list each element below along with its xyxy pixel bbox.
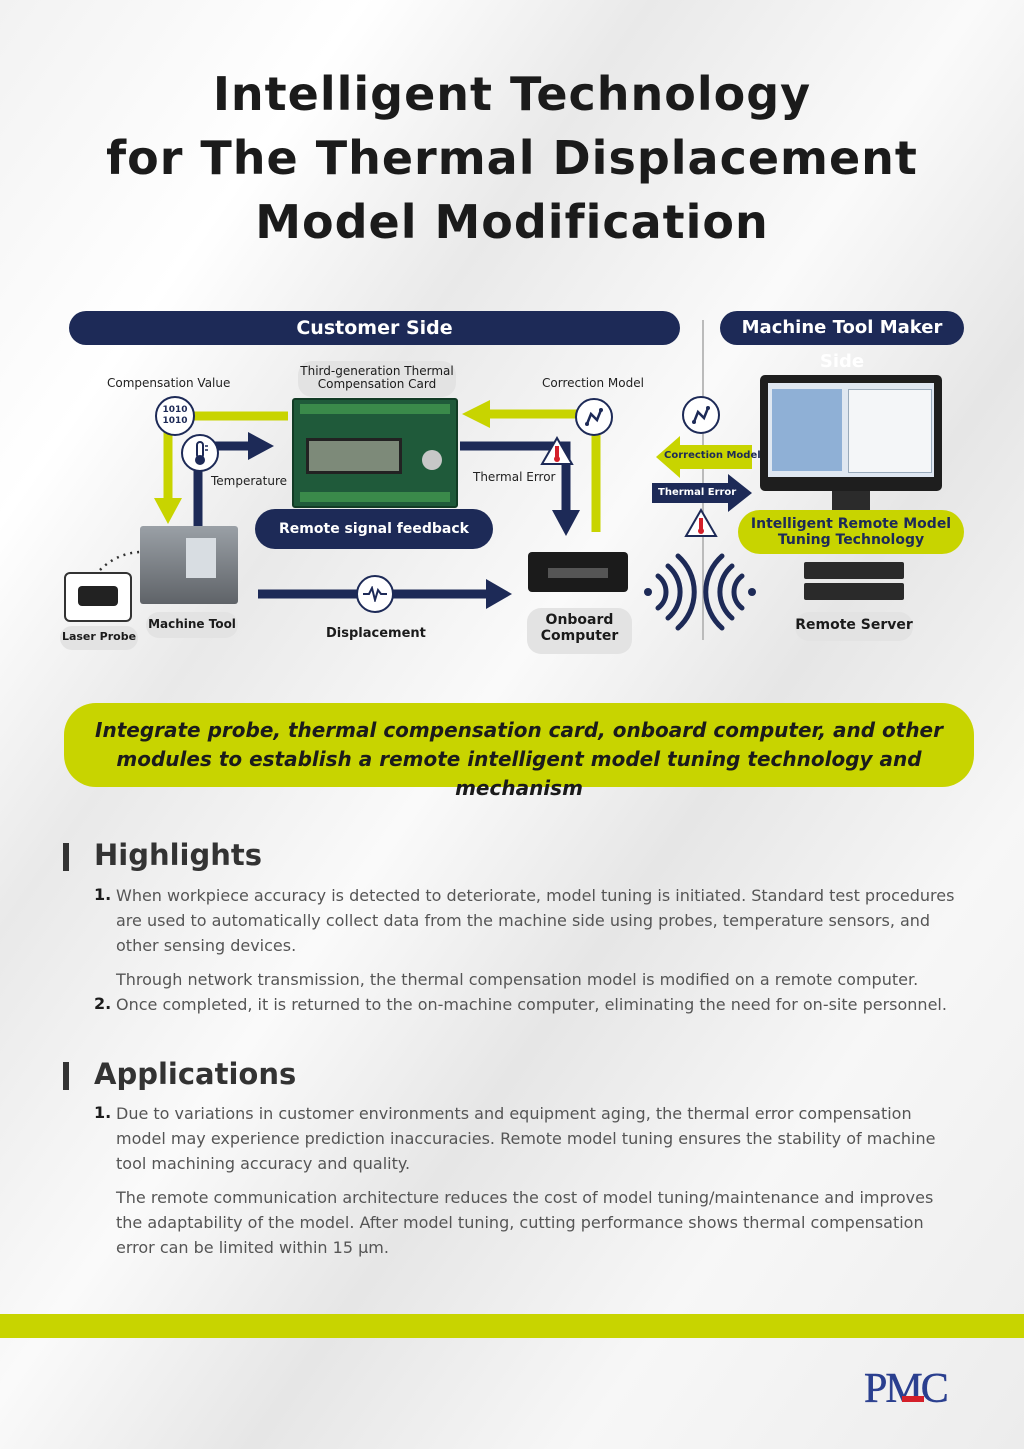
pmc-logo: PMC bbox=[862, 1362, 974, 1413]
monitor-screen-panel-right bbox=[848, 389, 932, 473]
pmc-logo-red-accent bbox=[902, 1396, 924, 1402]
applications-line-2: model may experience prediction inaccura… bbox=[116, 1129, 936, 1148]
applications-heading: Applications bbox=[94, 1057, 297, 1091]
title-line-3: Model Modification bbox=[255, 195, 769, 249]
onboard-line-1: Onboard bbox=[545, 612, 614, 628]
onboard-computer-badge: Onboard Computer bbox=[527, 608, 632, 654]
remote-tech-line-2: Tuning Technology bbox=[777, 532, 925, 548]
server-unit-top bbox=[804, 562, 904, 579]
thermal-error-arrow bbox=[460, 441, 571, 512]
displacement-wave-icon bbox=[356, 575, 394, 613]
thermal-warning-icon bbox=[540, 435, 574, 470]
onboard-computer-image bbox=[528, 552, 628, 592]
remote-server-image bbox=[804, 562, 904, 602]
onboard-line-2: Computer bbox=[540, 628, 619, 644]
highlights-item-1-text: When workpiece accuracy is detected to d… bbox=[116, 883, 956, 992]
applications-line-4: The remote communication architecture re… bbox=[116, 1188, 934, 1207]
applications-line-3: tool machining accuracy and quality. bbox=[116, 1154, 411, 1173]
card-battery bbox=[422, 450, 442, 470]
system-diagram: Customer Side Machine Tool Maker Side Co… bbox=[0, 300, 1024, 660]
correction-model-label: Correction Model bbox=[542, 376, 644, 390]
applications-line-5: the adaptability of the model. After mod… bbox=[116, 1213, 924, 1232]
highlights-heading: Highlights bbox=[94, 838, 263, 872]
footer-stripe bbox=[0, 1314, 1024, 1338]
applications-line-1: Due to variations in customer environmen… bbox=[116, 1104, 912, 1123]
title-line-2: for The Thermal Displacement bbox=[106, 131, 918, 185]
card-lcd-display bbox=[306, 438, 402, 474]
highlights-marker bbox=[63, 843, 69, 871]
summary-banner: Integrate probe, thermal compensation ca… bbox=[64, 703, 974, 800]
highlights-item-1-number: 1. bbox=[94, 885, 112, 904]
network-node-icon bbox=[575, 398, 613, 436]
machine-tool-badge: Machine Tool bbox=[146, 612, 238, 638]
laser-probe-body bbox=[78, 586, 118, 606]
wireless-right-icon bbox=[703, 553, 756, 631]
pmc-logo-mark: PMC bbox=[864, 1366, 949, 1413]
thermometer-icon bbox=[181, 434, 219, 472]
card-label-line-2: Compensation Card bbox=[317, 377, 437, 391]
highlights-line-1: When workpiece accuracy is detected to d… bbox=[116, 886, 955, 905]
displacement-label: Displacement bbox=[326, 626, 426, 641]
applications-item-1-number: 1. bbox=[94, 1103, 112, 1122]
remote-monitor-image bbox=[760, 375, 942, 491]
machine-tool-image bbox=[140, 526, 238, 604]
maker-thermal-error-label: Thermal Error bbox=[658, 487, 737, 498]
maker-correction-arrow bbox=[656, 436, 752, 478]
thermal-error-arrowhead bbox=[552, 510, 580, 536]
maker-warning-icon bbox=[684, 507, 718, 542]
maker-thermal-error-arrow bbox=[652, 474, 752, 512]
card-label: Third-generation Thermal Compensation Ca… bbox=[298, 361, 456, 397]
onboard-computer-ports bbox=[548, 568, 608, 578]
maker-side-header: Machine Tool Maker Side bbox=[720, 311, 964, 372]
applications-line-6: error can be limited within 15 µm. bbox=[116, 1238, 389, 1257]
maker-network-icon bbox=[682, 396, 720, 434]
highlights-item-2-number: 2. bbox=[94, 994, 112, 1013]
remote-server-badge: Remote Server bbox=[795, 612, 913, 641]
binary-data-icon: 1010 1010 bbox=[155, 396, 195, 436]
remote-tuning-tech-badge: Intelligent Remote Model Tuning Technolo… bbox=[738, 510, 964, 554]
highlights-line-3: other sensing devices. bbox=[116, 936, 297, 955]
compensation-arrowhead bbox=[154, 498, 182, 524]
server-unit-bottom bbox=[804, 583, 904, 600]
remote-tech-line-1: Intelligent Remote Model bbox=[750, 516, 952, 532]
banner-line-2: modules to establish a remote intelligen… bbox=[116, 747, 922, 800]
compensation-card-image bbox=[292, 398, 458, 508]
laser-probe-image bbox=[64, 572, 132, 622]
highlights-line-2: are used to automatically collect data f… bbox=[116, 911, 931, 930]
monitor-screen bbox=[768, 383, 934, 477]
card-connector-strip-bottom bbox=[300, 492, 450, 502]
monitor-stand bbox=[832, 491, 870, 511]
maker-correction-label: Correction Model bbox=[664, 450, 761, 461]
highlights-line-4: Through network transmission, the therma… bbox=[116, 970, 919, 989]
temperature-label: Temperature bbox=[211, 474, 288, 488]
correction-model-arrowhead bbox=[462, 400, 490, 428]
wireless-left-icon bbox=[644, 553, 697, 631]
remote-signal-feedback-badge: Remote signal feedback bbox=[255, 509, 493, 549]
card-label-line-1: Third-generation Thermal bbox=[300, 364, 454, 378]
highlights-item-2-text: Once completed, it is returned to the on… bbox=[116, 995, 947, 1014]
pmc-logo-text: PMC bbox=[864, 1366, 947, 1410]
applications-marker bbox=[63, 1062, 69, 1090]
page-title: Intelligent Technology for The Thermal D… bbox=[0, 62, 1024, 254]
displacement-arrowhead bbox=[486, 579, 512, 609]
applications-item-1-text: Due to variations in customer environmen… bbox=[116, 1101, 956, 1260]
card-connector-strip bbox=[300, 404, 450, 414]
banner-line-1: Integrate probe, thermal compensation ca… bbox=[95, 718, 943, 742]
customer-side-header: Customer Side bbox=[69, 311, 680, 345]
monitor-screen-panel-left bbox=[772, 389, 842, 471]
temperature-arrowhead bbox=[248, 432, 274, 460]
laser-probe-badge: Laser Probe bbox=[60, 626, 138, 650]
compensation-value-label: Compensation Value bbox=[107, 376, 231, 390]
thermal-error-label: Thermal Error bbox=[473, 470, 556, 484]
machine-tool-window bbox=[186, 538, 216, 578]
title-line-1: Intelligent Technology bbox=[212, 67, 812, 121]
